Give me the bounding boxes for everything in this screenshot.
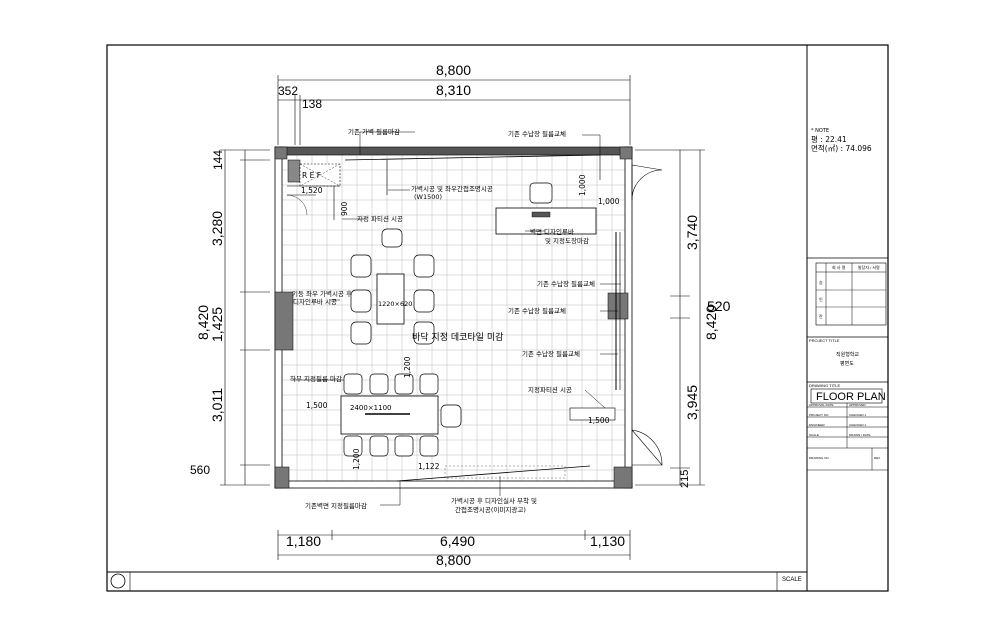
dim-1520: 1,520 xyxy=(301,186,323,195)
callout-storage-film-4: 기존 수납장 필름교체 xyxy=(522,349,580,358)
dim-left-a: 144 xyxy=(211,150,225,170)
dim-1500-left: 1,500 xyxy=(306,401,328,410)
drawing-title: FLOOR PLAN xyxy=(816,391,886,403)
table-size-small: 1220×620 xyxy=(378,300,412,308)
callout-column-louver-2: 디자인루바 시공 xyxy=(293,297,337,306)
ref-fridge xyxy=(287,159,301,183)
approval-char-1: 승 xyxy=(819,279,823,285)
partition xyxy=(569,407,616,421)
dim-900: 900 xyxy=(340,201,349,216)
callout-storage-film-2: 기존 수납장 필름교체 xyxy=(537,279,595,288)
dim-right-total: 8,420 xyxy=(703,305,719,340)
scale-label: SCALE xyxy=(809,433,819,437)
callout-existing-wall-film: 기존 가벽 필름마감 xyxy=(348,127,400,136)
left-column xyxy=(274,291,294,351)
callout-graphic-partition-2: 간접조명시공(이미지광고) xyxy=(455,505,526,514)
dim-top-a: 352 xyxy=(278,84,298,98)
floor-tile-grid xyxy=(281,154,625,481)
furniture xyxy=(340,228,566,479)
checked-label: CHECKED 1 xyxy=(849,413,867,417)
drawing-no-label: DRAWING NO. xyxy=(809,456,830,460)
callout-partition-lighting: 가벽시공 및 좌우간접조명시공 xyxy=(411,184,493,193)
top-right-door xyxy=(631,164,663,201)
approval-date-label: APPROVAL DATE xyxy=(809,403,833,407)
callout-wall-louver-paint: 및 지정도장마감 xyxy=(545,236,589,245)
callout-floor-decotile: 바닥 지정 데코타일 미감 xyxy=(412,331,503,343)
rev-label: REV. xyxy=(874,456,881,460)
dim-left-e: 560 xyxy=(190,463,210,477)
project-title-2: 평면도 xyxy=(840,360,854,367)
right-column xyxy=(607,292,629,320)
dim-top-inner: 8,310 xyxy=(436,82,471,98)
approval-char-2: 인 xyxy=(819,296,823,302)
dim-right-b: 520 xyxy=(707,298,731,314)
dim-1200-bottom: 1,200 xyxy=(352,448,361,470)
callout-column-louver: 기둥 좌우 가벽시공 후 xyxy=(292,289,352,298)
scale-bottom-label: SCALE xyxy=(782,577,802,583)
checked-2-label: CHECKED 1 xyxy=(849,423,867,427)
dim-1000-vertical: 1,000 xyxy=(578,174,587,196)
callout-existing-wall-film-2: 기존벽면 지정필름마감 xyxy=(305,501,367,510)
sheet-border xyxy=(106,44,889,592)
callout-storage-film-3: 기존 수납장 필름교체 xyxy=(508,306,566,315)
dim-top-b: 138 xyxy=(302,97,322,111)
approval-char-3: 란 xyxy=(819,313,823,319)
drawing-title-label: DRAWING TITLE xyxy=(809,383,840,388)
dim-left-d: 3,011 xyxy=(209,388,225,422)
dim-1200-top: 1,200 xyxy=(403,356,412,378)
walls xyxy=(274,146,663,489)
table-size-large: 2400×1100 xyxy=(350,404,392,412)
dim-left-total: 8,420 xyxy=(195,305,211,340)
callout-designated-partition-2: 지정파티션 시공 xyxy=(528,385,572,394)
bottom-right-door xyxy=(631,429,663,466)
leader-lines xyxy=(293,131,621,506)
dim-top-total: 8,800 xyxy=(436,62,471,78)
dim-right-a: 3,740 xyxy=(684,215,700,250)
project-title: 직원형학교 xyxy=(836,351,859,358)
dim-left-b: 3,280 xyxy=(209,211,225,246)
dim-left-c: 1,425 xyxy=(209,307,225,342)
callout-wall-louver: 벽면 디자인루바 xyxy=(530,227,574,236)
titleblock-col-manager: 발당자 / 서명 xyxy=(858,264,880,270)
engineer-label: ENGINEER xyxy=(809,423,826,427)
ref-label: R E F xyxy=(302,171,321,180)
callout-lower-film: 하부 지정필름 마감 xyxy=(290,374,342,383)
desk-chair xyxy=(529,182,553,204)
project-title-label: PROJECT TITLE xyxy=(809,338,840,343)
dimension-lines xyxy=(220,75,705,560)
dim-1122: 1,122 xyxy=(418,462,440,471)
note-line-1: 평 : 22.41 xyxy=(811,134,847,144)
drawn-label: DRAWN / DATE xyxy=(849,433,871,437)
approved-label: APPROVED xyxy=(849,403,867,407)
dim-bottom-a: 1,180 xyxy=(286,533,321,549)
dim-bottom-total: 8,800 xyxy=(436,552,471,568)
titleblock-col-company: 회 사 명 xyxy=(832,264,846,270)
dim-bottom-b: 6,490 xyxy=(440,533,475,549)
callout-designated-partition: 지정 파티션 시공 xyxy=(357,214,403,223)
north-circle xyxy=(110,573,126,589)
dim-1000: 1,000 xyxy=(598,197,620,206)
dim-1500-partition: 1,500 xyxy=(588,416,610,425)
dim-bottom-c: 1,130 xyxy=(590,533,625,549)
note-line-2: 면적(㎡) : 74.096 xyxy=(811,143,872,153)
note-title: * NOTE xyxy=(811,128,829,134)
callout-graphic-partition: 가벽시공 후 디자인실사 부착 및 xyxy=(451,496,537,505)
callout-partition-lighting-size: (W1500) xyxy=(414,193,442,201)
meeting-table-large xyxy=(340,395,439,435)
callout-storage-film-1: 기존 수납장 필름교체 xyxy=(508,129,566,138)
meeting-table-small xyxy=(376,273,405,325)
dim-right-c: 3,945 xyxy=(684,385,700,420)
dim-right-d: 215 xyxy=(679,470,691,488)
project-no-label: PROJECT NO. xyxy=(809,413,829,417)
title-block: * NOTE 평 : 22.41 면적(㎡) : 74.096 회 사 명 발당… xyxy=(807,128,888,471)
